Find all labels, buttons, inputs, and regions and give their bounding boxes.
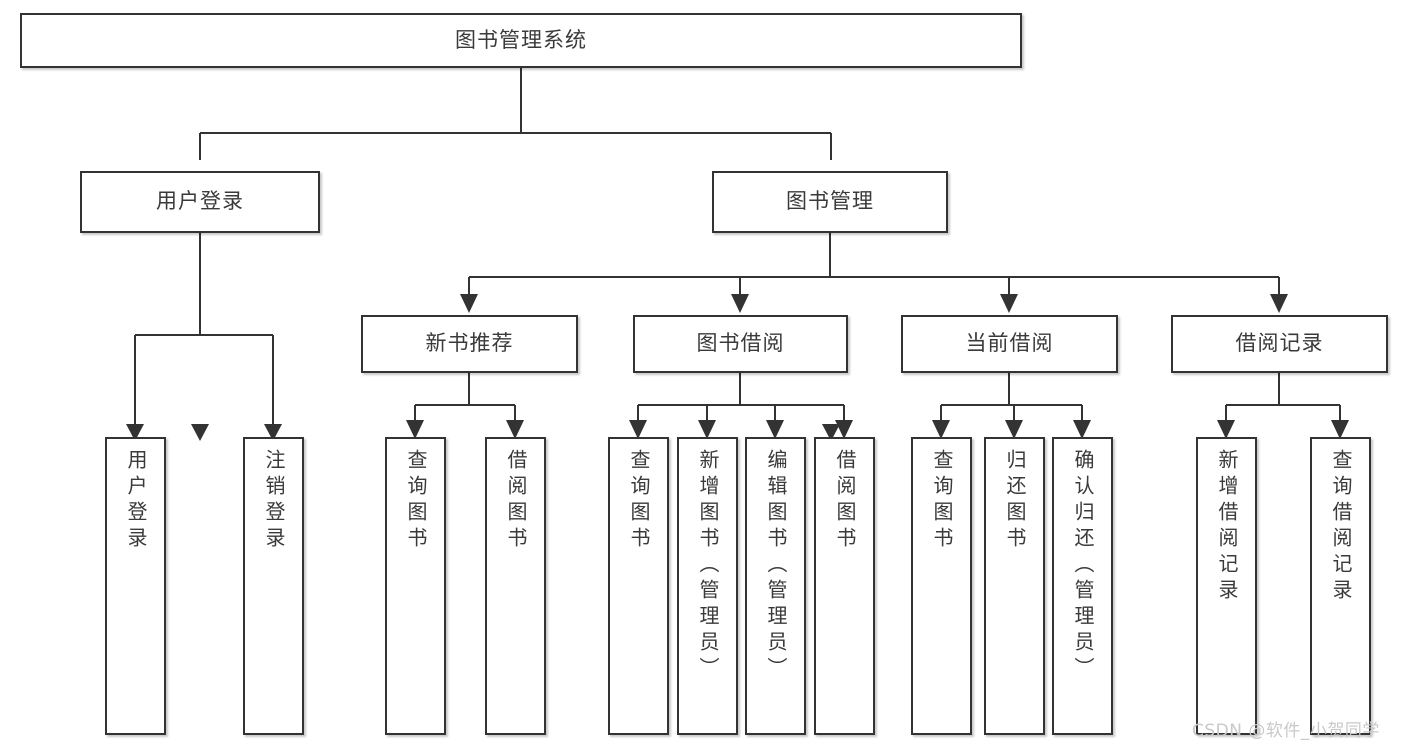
node-borrow-record[interactable]: 借阅记录 [1171, 315, 1388, 373]
node-leaf-add-record[interactable]: 新增借阅记录 [1196, 437, 1257, 735]
node-leaf-query-book-borrow-label: 查询图书 [627, 449, 651, 553]
node-leaf-add-book[interactable]: 新增图书（管理员） [677, 437, 738, 735]
watermark: CSDN @软件_小贺同学 [1192, 721, 1380, 741]
node-root[interactable]: 图书管理系统 [20, 13, 1022, 68]
node-root-label: 图书管理系统 [455, 27, 587, 52]
node-current-borrow[interactable]: 当前借阅 [901, 315, 1118, 373]
node-book-borrow[interactable]: 图书借阅 [633, 315, 848, 373]
node-leaf-query-record[interactable]: 查询借阅记录 [1310, 437, 1371, 735]
node-leaf-logout-label: 注销登录 [262, 449, 286, 553]
node-leaf-user-login[interactable]: 用户登录 [105, 437, 166, 735]
node-new-book-recommend[interactable]: 新书推荐 [361, 315, 578, 373]
node-leaf-borrow-book-label: 借阅图书 [833, 449, 857, 553]
node-new-book-recommend-label: 新书推荐 [425, 331, 514, 356]
node-leaf-confirm-return-label: 确认归还（管理员） [1071, 449, 1095, 683]
node-leaf-borrow-book-rec-label: 借阅图书 [504, 449, 528, 553]
node-current-borrow-label: 当前借阅 [965, 331, 1054, 356]
node-leaf-logout[interactable]: 注销登录 [243, 437, 304, 735]
node-leaf-add-book-label: 新增图书（管理员） [696, 449, 720, 683]
node-leaf-add-record-label: 新增借阅记录 [1215, 449, 1239, 605]
node-borrow-record-label: 借阅记录 [1235, 331, 1324, 356]
node-leaf-user-login-label: 用户登录 [124, 449, 148, 553]
node-leaf-borrow-book-rec[interactable]: 借阅图书 [485, 437, 546, 735]
node-leaf-return-book-label: 归还图书 [1003, 449, 1027, 553]
node-user-login[interactable]: 用户登录 [80, 171, 320, 233]
node-leaf-query-book-rec[interactable]: 查询图书 [385, 437, 446, 735]
node-leaf-query-book-cur[interactable]: 查询图书 [911, 437, 972, 735]
node-leaf-edit-book-label: 编辑图书（管理员） [764, 449, 788, 683]
node-leaf-return-book[interactable]: 归还图书 [984, 437, 1045, 735]
node-book-manage[interactable]: 图书管理 [712, 171, 948, 233]
node-leaf-query-book-rec-label: 查询图书 [404, 449, 428, 553]
node-book-borrow-label: 图书借阅 [696, 331, 785, 356]
node-leaf-borrow-book[interactable]: 借阅图书 [814, 437, 875, 735]
node-leaf-edit-book[interactable]: 编辑图书（管理员） [745, 437, 806, 735]
node-book-manage-label: 图书管理 [786, 189, 874, 214]
node-leaf-query-book-borrow[interactable]: 查询图书 [608, 437, 669, 735]
node-leaf-query-book-cur-label: 查询图书 [930, 449, 954, 553]
node-user-login-label: 用户登录 [156, 189, 244, 214]
node-leaf-confirm-return[interactable]: 确认归还（管理员） [1052, 437, 1113, 735]
node-leaf-query-record-label: 查询借阅记录 [1329, 449, 1353, 605]
